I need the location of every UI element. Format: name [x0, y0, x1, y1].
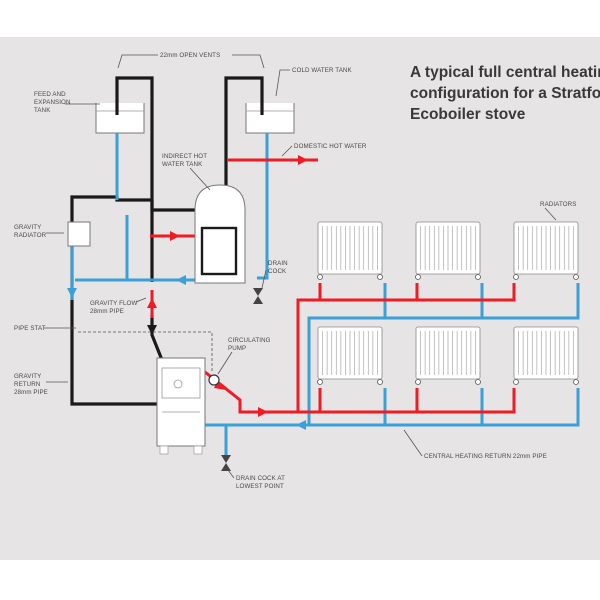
radiator-1	[317, 221, 383, 280]
leader-hot-water-tank	[189, 167, 211, 191]
leader-drain-cock-lowest	[227, 469, 235, 479]
diagram-title: A typical full central heating configura…	[410, 64, 600, 123]
radiator-valve	[317, 379, 323, 385]
label-hot-water-tank-1: INDIRECT HOT	[162, 153, 207, 160]
feed-expansion-tank	[95, 103, 145, 134]
radiator-valve	[513, 274, 519, 280]
label-hot-water-tank: INDIRECT HOT WATER TANK	[162, 153, 209, 168]
label-gravity-flow: GRAVITY FLOW 28mm PIPE	[90, 300, 139, 315]
label-hot-water-tank-2: WATER TANK	[162, 161, 203, 168]
leader-domestic-hot-water	[281, 145, 293, 157]
arrow-gravity-flow	[147, 298, 157, 308]
label-cold-water-tank: COLD WATER TANK	[292, 67, 352, 74]
label-drain-cock-lowest-2: LOWEST POINT	[236, 483, 284, 490]
leader-open-vents	[117, 54, 265, 69]
label-feed-tank-1: FEED AND	[34, 91, 66, 98]
leader-drain-cock	[261, 269, 267, 289]
radiator-valve	[415, 379, 421, 385]
label-circulating-pump: CIRCULATING PUMP	[228, 337, 272, 352]
title-line-2: configuration for a Stratford	[410, 85, 600, 102]
label-drain-cock-lowest-1: DRAIN COCK AT	[236, 475, 285, 482]
arrow-tank-return	[176, 275, 186, 285]
radiator-3	[513, 221, 579, 280]
radiator-valve	[415, 274, 421, 280]
label-drain-cock-2: COCK	[268, 268, 287, 275]
title-line-1: A typical full central heating	[410, 64, 600, 81]
arrow-ch-return	[296, 420, 306, 430]
circulating-pump	[208, 374, 220, 386]
radiator-valve	[317, 274, 323, 280]
label-gravity-radiator-1: GRAVITY	[14, 224, 41, 231]
arrow-domestic-hot-water	[298, 155, 308, 165]
leader-circulating-pump	[217, 351, 233, 375]
label-circulating-pump-1: CIRCULATING	[228, 337, 271, 344]
radiator-valve	[513, 379, 519, 385]
radiator-valve	[475, 379, 481, 385]
radiator-6	[513, 326, 579, 385]
label-radiators: RADIATORS	[540, 201, 576, 208]
label-ch-return: CENTRAL HEATING RETURN 22mm PIPE	[424, 453, 547, 460]
label-gravity-radiator: GRAVITY RADIATOR	[14, 224, 47, 239]
leader-ch-return	[403, 429, 423, 457]
label-gravity-return-1: GRAVITY	[14, 373, 41, 380]
label-feed-tank-3: TANK	[34, 107, 51, 114]
label-gravity-return-2: RETURN	[14, 381, 40, 388]
hot-water-coil	[200, 226, 238, 276]
leader-gravity-flow	[135, 297, 147, 303]
flow-arrows	[67, 155, 308, 430]
radiator-valve	[377, 274, 383, 280]
label-open-vents: 22mm OPEN VENTS	[160, 52, 220, 59]
radiator-group	[317, 221, 579, 385]
drain-cock-lowest-icon	[221, 455, 231, 471]
title-line-3: Ecoboiler stove	[410, 106, 526, 123]
label-drain-cock-lowest: DRAIN COCK AT LOWEST POINT	[236, 475, 287, 490]
radiator-4	[317, 326, 383, 385]
radiator-valve	[573, 274, 579, 280]
label-gravity-return-3: 28mm PIPE	[14, 389, 48, 396]
label-drain-cock: DRAIN COCK	[268, 260, 290, 275]
drain-cock-tank-icon	[253, 288, 263, 304]
gravity-radiator	[67, 221, 91, 247]
label-circulating-pump-2: PUMP	[228, 345, 246, 352]
leader-radiators	[544, 207, 557, 221]
cold-water-tank	[245, 103, 295, 134]
indirect-hot-water-tank	[194, 184, 246, 284]
arrow-gravity-down	[67, 288, 77, 298]
radiator-5	[415, 326, 481, 385]
label-gravity-flow-2: 28mm PIPE	[90, 308, 124, 315]
label-drain-cock-1: DRAIN	[268, 260, 288, 267]
stratford-ecoboiler-stove	[156, 357, 206, 455]
label-gravity-return: GRAVITY RETURN 28mm PIPE	[14, 373, 48, 396]
arrow-gravity-radiator	[147, 325, 157, 335]
radiator-valve	[377, 379, 383, 385]
arrow-tank-coil-in	[170, 231, 180, 241]
label-gravity-flow-1: GRAVITY FLOW	[90, 300, 137, 307]
label-gravity-radiator-2: RADIATOR	[14, 232, 47, 239]
pipe-stat-line	[78, 331, 213, 372]
label-feed-tank-2: EXPANSION	[34, 99, 71, 106]
label-domestic-hot-water: DOMESTIC HOT WATER	[294, 143, 367, 150]
radiator-2	[415, 221, 481, 280]
label-feed-tank: FEED AND EXPANSION TANK	[34, 91, 72, 114]
arrow-ch-flow	[258, 407, 268, 417]
radiator-valve	[573, 379, 579, 385]
label-pipe-stat: PIPE STAT	[14, 325, 46, 332]
radiator-valve	[475, 274, 481, 280]
leader-cold-water-tank	[275, 69, 290, 97]
